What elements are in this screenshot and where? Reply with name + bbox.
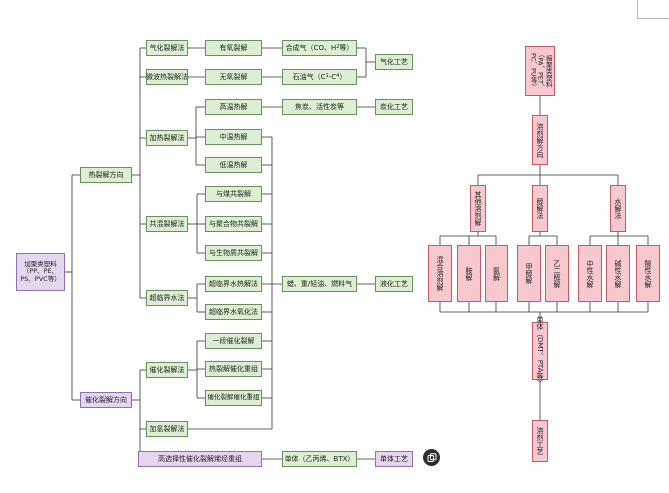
right-leaf-glycolysis: 乙二醇解: [545, 245, 569, 302]
branch-catalytic-cracking: 催化裂解方向: [80, 392, 132, 408]
node-thermal-catalytic-reform: 热裂解催化重组: [205, 361, 262, 377]
node-aerobic-pyrolysis: 有氧裂解: [205, 40, 262, 56]
node-microwave-pyrolysis: 微波热裂解法: [146, 69, 188, 85]
syngas-text-b: 等）: [339, 43, 354, 52]
right-hydrolysis: 水解法: [610, 185, 626, 232]
product-monomer: 单体（乙丙烯、BTX）: [282, 451, 357, 467]
product-coke: 焦炭、活性炭等: [282, 99, 357, 115]
root-node-addition-plastics: 加聚类塑料 （PP、PE、 PS、PVC等）: [16, 253, 65, 291]
oilgas-sub-1: 1: [325, 73, 329, 80]
node-high-temp-pyrolysis: 高温热解: [205, 99, 262, 115]
node-polymer-co-pyrolysis: 与聚合物共裂解: [205, 216, 262, 232]
process-monomer: 单体工艺: [375, 451, 413, 467]
node-one-stage-catalytic: 一段催化裂解: [205, 333, 262, 349]
node-catalytic-pyrolysis: 催化裂解法: [146, 362, 188, 378]
node-biomass-co-pyrolysis: 与生物质共裂解: [205, 245, 262, 261]
right-leaf-aminolysis: 胺解: [457, 245, 481, 302]
process-gasification: 气化工艺: [375, 54, 413, 70]
node-hydrocracking: 加氢裂解法: [146, 421, 188, 437]
node-mid-temp-pyrolysis: 中温热解: [205, 129, 262, 145]
syngas-text-a: 合成气（CO、H: [285, 43, 337, 52]
oilgas-sub-2: 4: [336, 73, 340, 80]
node-gasification: 气化裂解法: [146, 40, 188, 56]
node-sc-water-oxidation: 超临界水氧化法: [205, 304, 262, 320]
node-coal-co-pyrolysis: 与煤共裂解: [205, 186, 262, 202]
node-sc-water-pyrolysis: 超临界水热解法: [205, 276, 262, 292]
syngas-sub: 2: [336, 44, 340, 51]
node-low-temp-pyrolysis: 低温热解: [205, 157, 262, 173]
oilgas-text-a: 石油气（C: [292, 72, 326, 81]
right-alcoholysis: 醇解法: [532, 185, 548, 232]
product-liquid: 蜡、重/轻油、燃料气: [282, 276, 357, 292]
right-solvent-process: 溶剂工艺: [532, 420, 548, 462]
right-leaf-methanolysis: 甲醇解: [517, 245, 541, 302]
right-solvolysis-direction: 溶剂解方向: [532, 115, 548, 165]
node-anaerobic-pyrolysis: 无氧裂解: [205, 69, 262, 85]
copy-button[interactable]: [423, 449, 440, 466]
right-monomer-product: 单体（DMT、PTA等）: [532, 316, 548, 386]
window-corner: [637, 0, 669, 19]
right-root-condensation-plastics: 缩聚类塑料 （PA、PET、 PC、PU等）: [525, 46, 555, 96]
node-selective-catalytic-olefin: 高选择性催化裂解烯烃重组: [138, 451, 262, 467]
right-leaf-acid-hydrolysis: 酸性水解: [636, 245, 660, 302]
process-carbonization: 炭化工艺: [375, 99, 413, 115]
right-other-solvolysis: 其他溶剂解: [470, 185, 486, 232]
right-leaf-neutral-hydrolysis: 中性水解: [578, 245, 602, 302]
process-liquefaction: 液化工艺: [375, 276, 413, 292]
node-catalytic-catalytic-reform: 催化裂解催化重组: [205, 390, 262, 406]
right-leaf-ammonolysis: 氨解: [485, 245, 508, 302]
oilgas-text-b: ）: [339, 72, 347, 81]
right-leaf-mixed-solvolysis: 混合溶剂解: [428, 245, 452, 302]
oilgas-text-m: -C: [328, 72, 337, 81]
node-heating-pyrolysis: 加热裂解法: [146, 130, 188, 146]
node-supercritical-water: 超临界水法: [146, 290, 188, 306]
branch-thermal-cracking: 热裂解方向: [80, 167, 132, 183]
right-leaf-alkaline-hydrolysis: 碱性水解: [606, 245, 630, 302]
node-co-pyrolysis: 共混裂解法: [146, 216, 188, 232]
copy-icon: [427, 452, 436, 462]
